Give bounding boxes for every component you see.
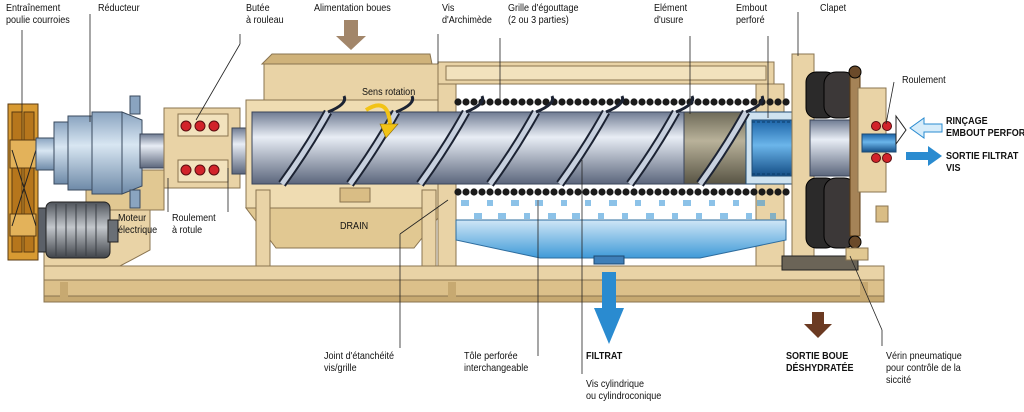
sludge-outlet-arrow <box>804 312 832 338</box>
leader-lines <box>21 12 895 374</box>
pneumatic-cylinder <box>781 247 869 271</box>
screw-filtrate-outlet-arrow <box>906 146 942 166</box>
label-sludge-feed: Alimentation boues <box>314 2 391 14</box>
gear-reducer <box>35 95 143 209</box>
filtrate-arrow <box>594 272 624 344</box>
filtrate-spray <box>461 200 776 219</box>
label-reducer: Réducteur <box>98 2 140 14</box>
label-rotation-direction: Sens rotation <box>362 86 416 98</box>
feed-arrow <box>336 20 366 50</box>
pulley-belt-drive <box>7 103 39 261</box>
drainage-screen <box>454 98 790 196</box>
archimedes-screw-flights <box>278 95 765 187</box>
label-drainage-screen: Grille d'égouttage(2 ou 3 parties) <box>508 2 579 26</box>
label-drain: DRAIN <box>340 220 369 232</box>
base-frame <box>43 265 885 303</box>
label-bearing: Roulement <box>902 74 946 86</box>
right-bearing <box>857 87 907 223</box>
rinse-inlet-arrow <box>909 117 943 139</box>
label-filtrate: FILTRAT <box>586 350 623 362</box>
filtrate-tank <box>455 219 787 265</box>
valve-assembly <box>791 53 863 267</box>
label-valve: Clapet <box>820 2 847 14</box>
electric-motor <box>33 201 119 259</box>
rotation-arrow <box>364 103 399 139</box>
